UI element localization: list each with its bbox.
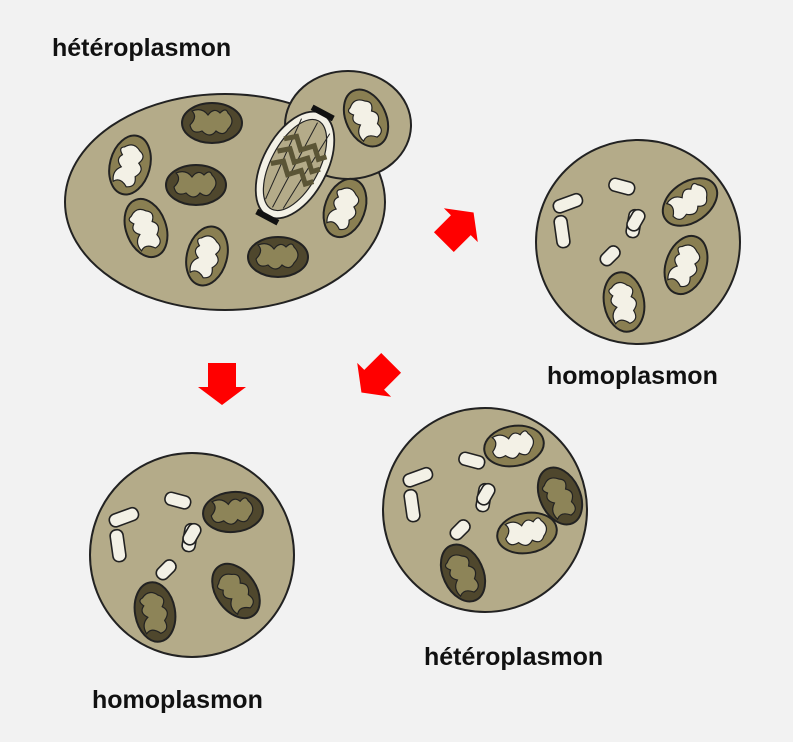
arrow-icon [344,345,409,410]
label-bottom-right-heteroplasmon: hétéroplasmon [424,643,604,671]
mitochondrion-dark-icon [165,164,227,206]
mitochondrion-dark-icon [181,102,243,144]
arrow-icon [198,363,246,405]
arrow-icon [426,195,491,260]
bottom-left-daughter-cell [89,452,295,658]
label-top-heteroplasmon: hétéroplasmon [52,34,232,62]
parent-cell [64,70,412,311]
dividing-nucleus-icon [254,104,336,226]
label-bottom-left-homoplasmon: homoplasmon [92,686,263,714]
bottom-right-daughter-cell [382,407,592,613]
right-daughter-cell [535,139,741,345]
label-right-homoplasmon: homoplasmon [547,362,718,390]
mitochondrion-dark-icon [247,236,309,278]
